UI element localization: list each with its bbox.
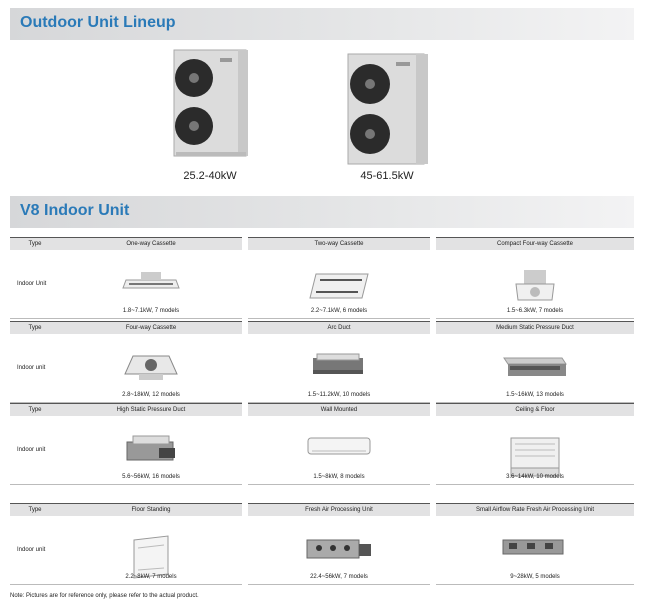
row-label: Indoor unit (10, 515, 60, 585)
unit-spec: 2.2~8kW, 7 models (125, 573, 177, 580)
unit-cell: 1.8~7.1kW, 7 models (60, 249, 242, 319)
outdoor-unit-2 (346, 52, 432, 167)
unit-name: Four-way Cassette (60, 321, 242, 334)
outdoor-unit-2-capacity: 45-61.5kW (360, 170, 414, 182)
unit-spec: 2.2~7.1kW, 6 models (310, 307, 368, 314)
footnote: Note: Pictures are for reference only, p… (10, 593, 199, 599)
type-header: Type (10, 321, 60, 334)
outdoor-banner: Outdoor Unit Lineup (10, 8, 634, 40)
unit-cell: 1.5~8kW, 8 models (248, 415, 430, 485)
outdoor-unit-icon (347, 53, 428, 165)
outdoor-unit-1-capacity: 25.2-40kW (183, 170, 237, 182)
unit-name: Two-way Cassette (248, 237, 430, 250)
outdoor-unit-icon (173, 49, 248, 157)
unit-spec: 1.5~8kW, 8 models (313, 473, 365, 480)
indoor-title: V8 Indoor Unit (20, 202, 130, 219)
unit-cell: 9~28kW, 5 models (436, 515, 634, 585)
type-header: Type (10, 403, 60, 416)
row-label: Indoor Unit (10, 249, 60, 319)
unit-cell: 5.6~56kW, 16 models (60, 415, 242, 485)
unit-cell: 2.8~18kW, 12 models (60, 333, 242, 403)
unit-spec: 3.6~14kW, 10 models (506, 473, 564, 480)
row-label: Indoor unit (10, 415, 60, 485)
outdoor-title: Outdoor Unit Lineup (20, 14, 176, 31)
unit-cell: 22.4~56kW, 7 models (248, 515, 430, 585)
unit-name: Small Airflow Rate Fresh Air Processing … (436, 503, 634, 516)
unit-cell: 2.2~8kW, 7 models (60, 515, 242, 585)
unit-cell: 2.2~7.1kW, 6 models (248, 249, 430, 319)
type-header: Type (10, 237, 60, 250)
unit-name: Floor Standing (60, 503, 242, 516)
unit-spec: 1.5~11.2kW, 10 models (307, 391, 371, 398)
unit-cell: 1.5~16kW, 13 models (436, 333, 634, 403)
unit-name: High Static Pressure Duct (60, 403, 242, 416)
unit-spec: 1.5~6.3kW, 7 models (506, 307, 564, 314)
row-label: Indoor unit (10, 333, 60, 403)
unit-spec: 1.8~7.1kW, 7 models (122, 307, 180, 314)
unit-name: Fresh Air Processing Unit (248, 503, 430, 516)
outdoor-unit-1 (172, 48, 252, 160)
unit-cell: 1.5~11.2kW, 10 models (248, 333, 430, 403)
unit-spec: 2.8~18kW, 12 models (122, 391, 180, 398)
type-header: Type (10, 503, 60, 516)
unit-spec: 1.5~16kW, 13 models (506, 391, 564, 398)
unit-name: Compact Four-way Cassette (436, 237, 634, 250)
indoor-banner: V8 Indoor Unit (10, 196, 634, 228)
unit-spec: 5.6~56kW, 16 models (122, 473, 180, 480)
unit-name: Arc Duct (248, 321, 430, 334)
unit-cell: 3.6~14kW, 10 models (436, 415, 634, 485)
unit-name: Medium Static Pressure Duct (436, 321, 634, 334)
unit-spec: 9~28kW, 5 models (510, 573, 560, 580)
unit-name: One-way Cassette (60, 237, 242, 250)
unit-cell: 1.5~6.3kW, 7 models (436, 249, 634, 319)
unit-name: Ceiling & Floor (436, 403, 634, 416)
unit-spec: 22.4~56kW, 7 models (310, 573, 368, 580)
unit-name: Wall Mounted (248, 403, 430, 416)
